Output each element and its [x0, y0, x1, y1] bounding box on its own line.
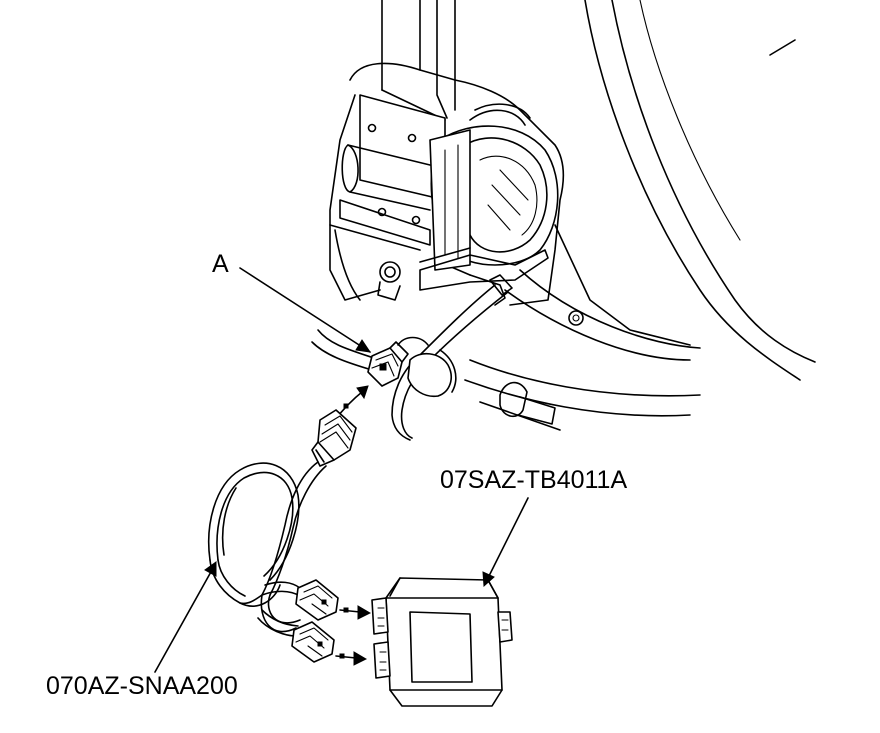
vehicle-harness — [311, 274, 513, 441]
callout-label-harness: 070AZ-SNAA200 — [46, 672, 238, 700]
connector-a — [367, 341, 409, 387]
leader-a — [239, 267, 372, 353]
harness-connector-plug — [311, 409, 357, 467]
retractor-assembly — [329, 62, 565, 306]
test-harness-cable — [207, 461, 327, 637]
test-tool-box — [371, 577, 513, 707]
connection-arrows-tool — [335, 605, 372, 666]
callout-label-a: A — [212, 250, 229, 278]
leader-test-tool — [482, 497, 529, 588]
callout-label-test-tool: 07SAZ-TB4011A — [440, 466, 628, 494]
harness-plug-upper — [295, 579, 339, 621]
body-panel — [464, 0, 816, 431]
harness-plug-lower — [291, 621, 335, 663]
connection-arrow-a — [335, 385, 369, 419]
leader-harness — [154, 561, 217, 673]
seat-belt-webbing — [381, 0, 456, 121]
